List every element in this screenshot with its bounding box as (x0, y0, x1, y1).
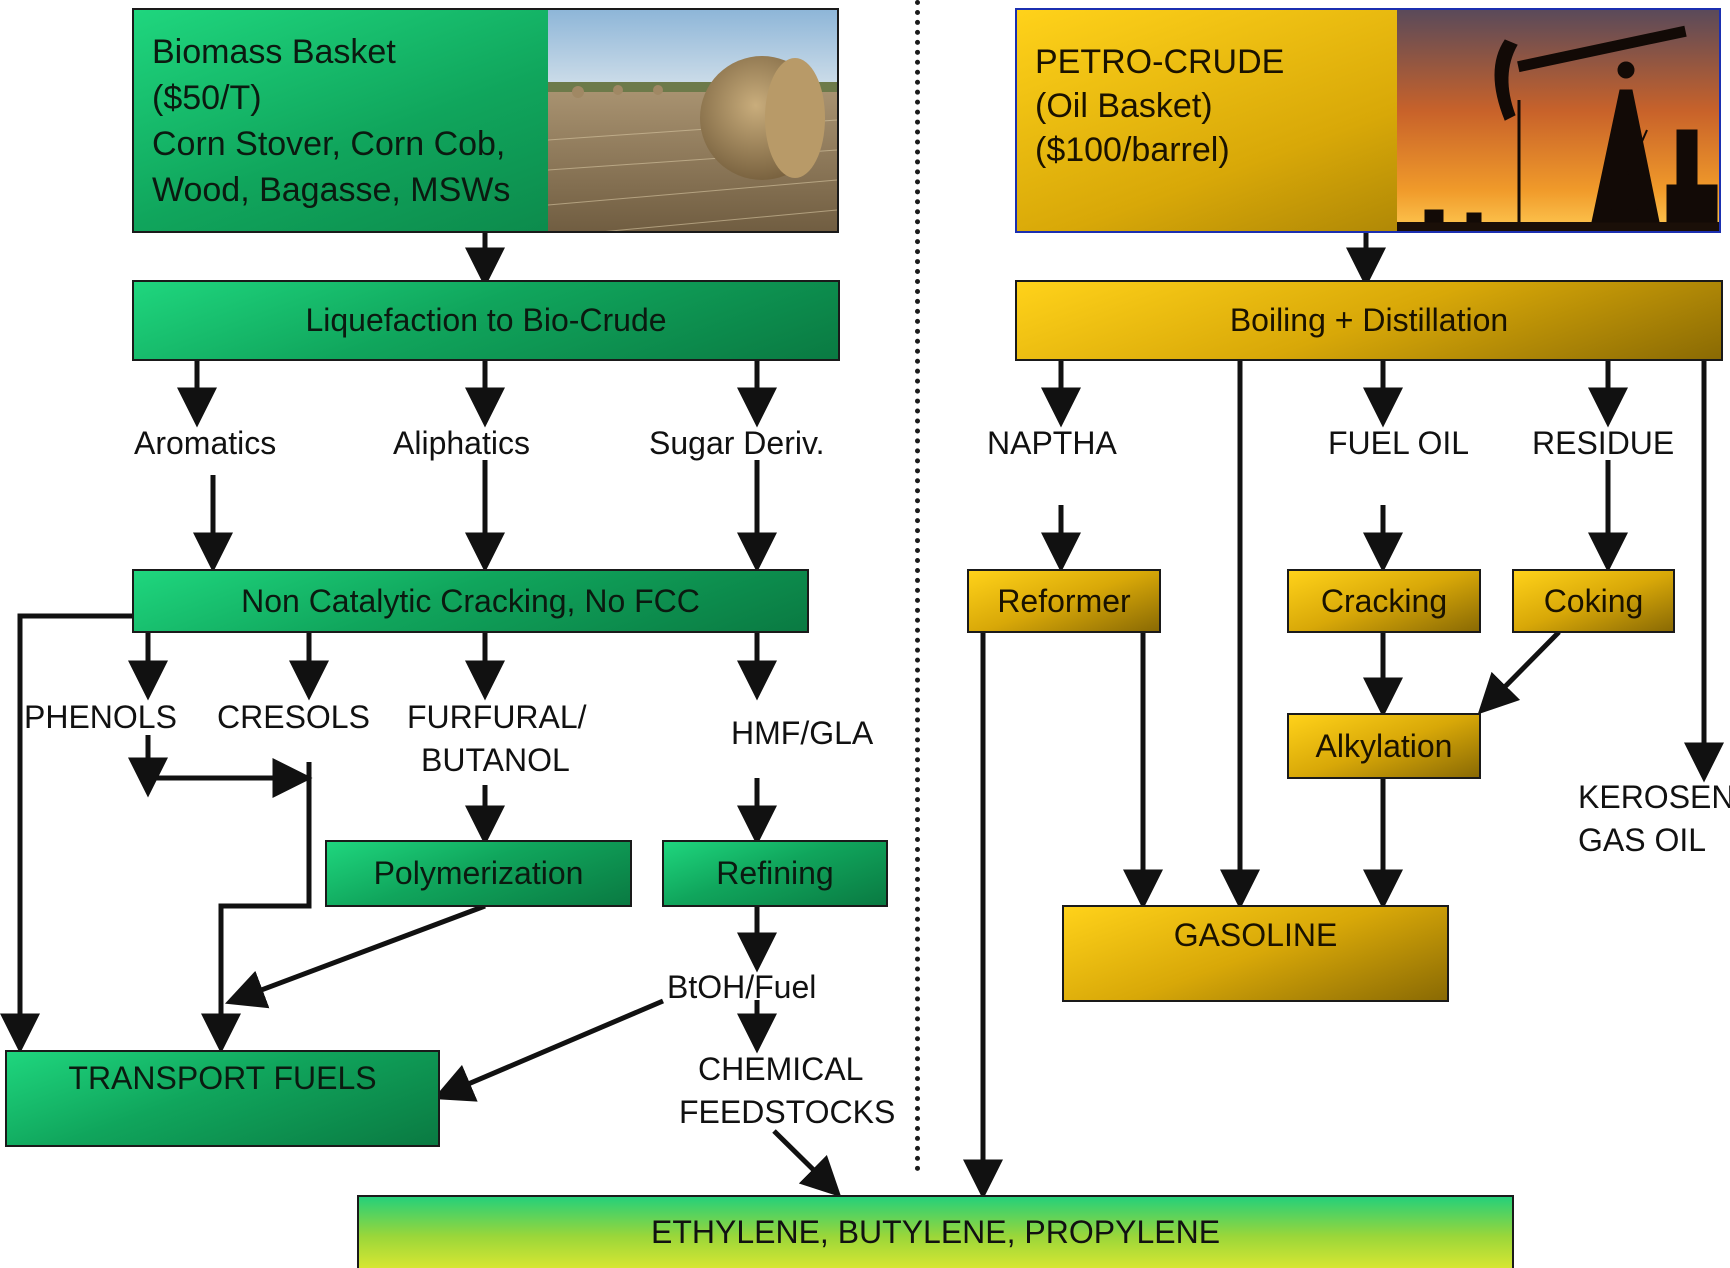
cracking-box: Cracking (1287, 569, 1481, 633)
biomass-sources-1: Corn Stover, Corn Cob, (152, 124, 506, 163)
biomass-basket-box: Biomass Basket ($50/T) Corn Stover, Corn… (132, 8, 839, 233)
petro-crude-box: PETRO-CRUDE (Oil Basket) ($100/barrel) (1015, 8, 1721, 233)
petro-price: ($100/barrel) (1035, 131, 1230, 169)
gasoline-box: GASOLINE (1062, 905, 1449, 1002)
arrow-cracking-to-transport (0, 613, 132, 1054)
distillation-box: Boiling + Distillation (1015, 280, 1723, 361)
furfural-label-2: BUTANOL (421, 742, 570, 778)
phenols-label: PHENOLS (24, 699, 177, 735)
polymerization-box: Polymerization (325, 840, 632, 907)
reformer-box: Reformer (967, 569, 1161, 633)
biomass-title: Biomass Basket (152, 32, 396, 71)
arrow-polymerization-to-transport (224, 903, 486, 1009)
kerosene-label-2: GAS OIL (1578, 822, 1707, 858)
kerosene-label-1: KEROSENE (1578, 779, 1730, 815)
arrow-btoh-to-transport (433, 998, 664, 1102)
btoh-fuel-label: BtOH/Fuel (667, 969, 817, 1005)
arrow-cresols-to-transport (201, 762, 312, 1054)
sugar-deriv-label: Sugar Deriv. (649, 425, 825, 461)
arrow-phenols-merge (145, 735, 313, 798)
oil-pumpjack-sunset-photo (1397, 10, 1719, 231)
non-catalytic-cracking-box: Non Catalytic Cracking, No FCC (132, 569, 809, 633)
arrow-chemical-to-olefins (772, 1129, 842, 1198)
chemical-feedstocks-label-2: FEEDSTOCKS (679, 1094, 896, 1130)
olefins-box: ETHYLENE, BUTYLENE, PROPYLENE (357, 1195, 1514, 1268)
transport-fuels-box: TRANSPORT FUELS (5, 1050, 440, 1147)
hmf-gla-label: HMF/GLA (731, 715, 874, 751)
furfural-label-1: FURFURAL/ (407, 699, 587, 735)
biomass-sources-2: Wood, Bagasse, MSWs (152, 170, 511, 209)
aromatics-label: Aromatics (134, 425, 277, 461)
petro-subtitle: (Oil Basket) (1035, 87, 1213, 125)
arrow-coking-to-alkylation (1477, 630, 1561, 715)
column-divider (915, 0, 920, 1172)
aliphatics-label: Aliphatics (393, 425, 530, 461)
cresols-label: CRESOLS (217, 699, 370, 735)
alkylation-box: Alkylation (1287, 713, 1481, 779)
liquefaction-box: Liquefaction to Bio-Crude (132, 280, 840, 361)
residue-label: RESIDUE (1532, 425, 1675, 461)
biomass-price: ($50/T) (152, 78, 262, 117)
petro-title: PETRO-CRUDE (1035, 43, 1285, 81)
coking-box: Coking (1512, 569, 1675, 633)
chemical-feedstocks-label-1: CHEMICAL (698, 1051, 864, 1087)
naptha-label: NAPTHA (987, 425, 1117, 461)
refining-box: Refining (662, 840, 888, 907)
fuel-oil-label: FUEL OIL (1328, 425, 1470, 461)
hay-bale-field-photo (548, 10, 837, 231)
